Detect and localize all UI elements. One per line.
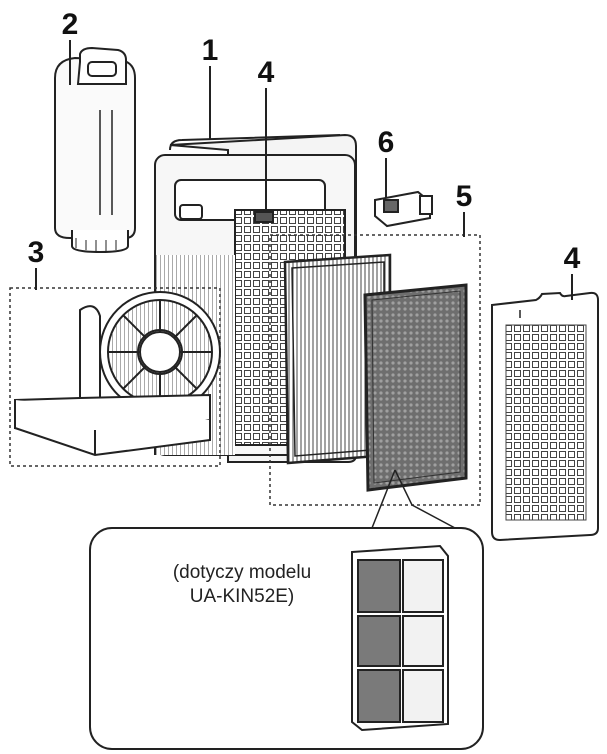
model-note-line2: UA-KIN52E): [190, 586, 295, 607]
callout-3: 3: [28, 236, 45, 269]
deodorizing-filter: [363, 283, 468, 492]
callout-5: 5: [456, 180, 473, 213]
callout-2: 2: [62, 8, 79, 41]
detail-filter: [351, 544, 449, 732]
water-tank: [54, 46, 136, 254]
filters-dashed-frame: [269, 234, 481, 506]
callout-4-right: 4: [564, 242, 581, 275]
ion-generator-unit: [374, 190, 433, 228]
detail-leader: [371, 469, 456, 529]
callout-1: 1: [202, 34, 219, 67]
tray-dashed-frame: [9, 287, 221, 467]
model-note-line1: (dotyczy modelu: [173, 562, 311, 583]
front-panel: [491, 291, 599, 542]
humidifier-tray: [14, 291, 221, 457]
callout-4-top: 4: [258, 56, 275, 89]
callout-6: 6: [378, 126, 395, 159]
